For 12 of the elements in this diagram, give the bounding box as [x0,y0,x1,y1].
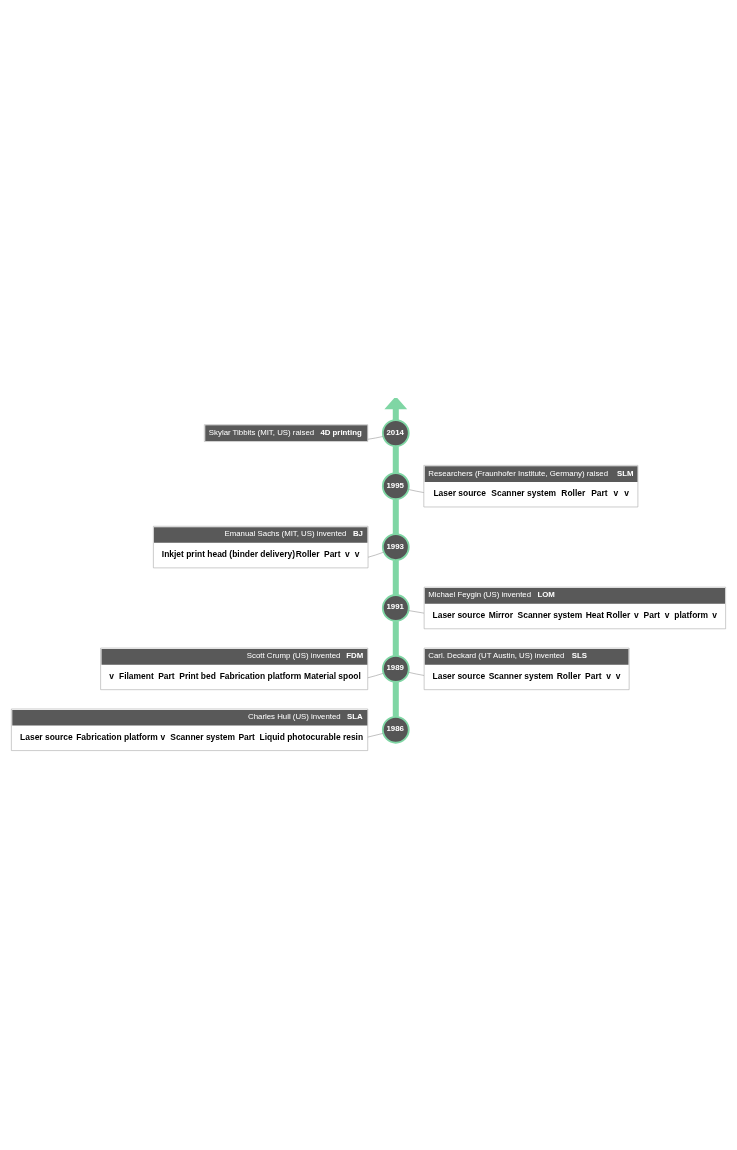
connector [392,559,399,595]
connector [408,609,425,613]
connector [367,672,384,678]
connector [392,498,399,534]
connector [408,488,425,493]
connector [392,681,399,717]
connector [367,551,384,558]
connector [367,435,384,440]
connector [392,620,399,656]
connector [392,445,399,473]
connector [408,671,425,676]
connector [367,732,384,737]
